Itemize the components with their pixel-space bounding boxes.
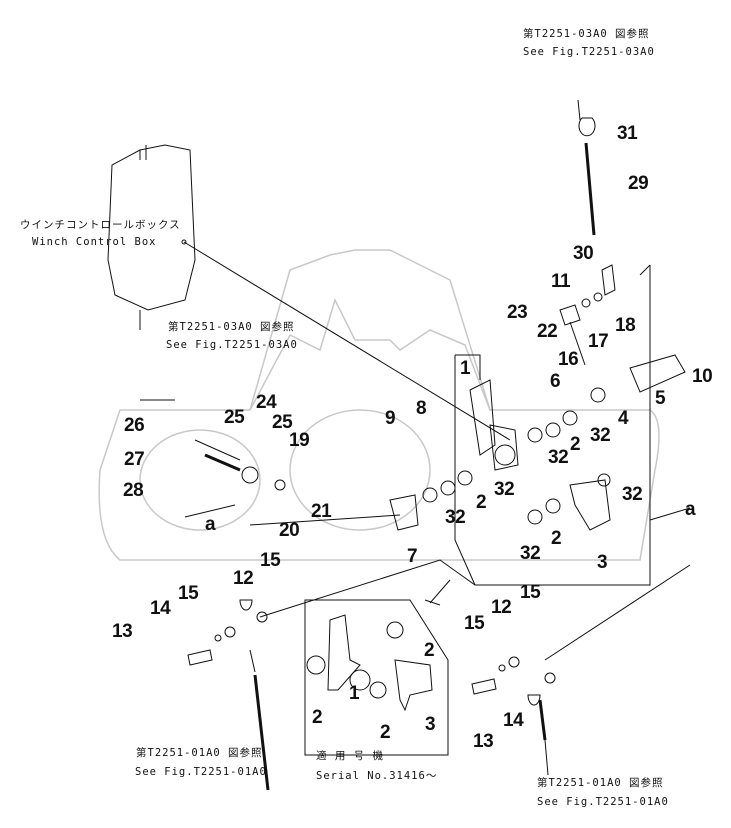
callout-number: 14 [503,710,524,731]
ref-bottom-left-en: See Fig.T2251-01A0 [135,766,267,778]
callout-number: 21 [311,501,332,522]
callout-number: 32 [590,425,611,446]
callout-number: 13 [112,621,133,642]
callout-number: 24 [256,392,277,413]
callout-number: 32 [622,484,643,505]
callout-number: 20 [279,520,300,541]
callout-number: 1 [349,683,360,704]
ref-top-en: See Fig.T2251-03A0 [523,46,655,58]
callout-number: 32 [494,479,515,500]
callout-number: 12 [491,597,512,618]
callout-number: 22 [537,321,558,342]
callout-number: 32 [445,507,466,528]
callout-number: 4 [618,408,629,429]
callout-number: a [205,514,216,535]
callout-number: 2 [551,528,562,549]
callout-number: 31 [617,123,638,144]
callout-number: 13 [473,731,494,752]
serial-en: Serial No.31416〜 [316,770,438,782]
callout-number: 1 [460,358,471,379]
callout-number: 3 [425,714,436,735]
callout-number: 19 [289,430,310,451]
callout-number: 3 [597,552,608,573]
callout-number: 12 [233,568,254,589]
callout-number: 32 [520,543,541,564]
ref-bottom-right-jp: 第T2251-01A0 図参照 [537,777,664,789]
rod-end-left [187,599,270,791]
callout-number: 15 [178,583,199,604]
callout-number: 30 [573,243,594,264]
callout-number: 2 [570,434,581,455]
callout-number: a [685,499,696,520]
callout-number: 27 [124,449,145,470]
callout-number: 9 [385,408,396,429]
callout-number: 5 [655,388,666,409]
callout-number: 15 [464,613,485,634]
callout-number: 11 [551,271,571,292]
winch-box-jp: ウインチコントロールボックス [20,219,181,231]
ref-bottom-right-en: See Fig.T2251-01A0 [537,796,669,808]
lever-assembly [389,264,686,531]
callout-number: 23 [507,302,528,323]
callout-number: 15 [520,582,541,603]
ref-left-en: See Fig.T2251-03A0 [166,339,298,351]
winch-box-en: Winch Control Box [32,236,157,248]
callout-number: 25 [224,407,245,428]
callout-number: 25 [272,412,293,433]
rod-end-right [471,656,556,776]
callout-number: 2 [424,640,435,661]
watermark-logo [98,249,660,561]
callout-number: 26 [124,415,145,436]
callout-number: 8 [416,398,427,419]
callout-number: 2 [380,722,391,743]
callout-number: 7 [407,546,418,567]
callout-number: 17 [588,331,609,352]
callout-number: 16 [558,349,579,370]
callout-number: 6 [550,371,561,392]
ref-bottom-left-jp: 第T2251-01A0 図参照 [136,747,263,759]
callout-number: 10 [692,366,713,387]
rod-left [140,399,286,491]
ref-top-jp: 第T2251-03A0 図参照 [523,28,650,40]
callout-number: 18 [615,315,636,336]
callout-number: 15 [260,550,281,571]
serial-jp: 適 用 号 機 [316,750,384,762]
callout-number: 2 [312,707,323,728]
callout-number: 32 [548,447,569,468]
callout-number: 28 [123,480,144,501]
callout-number: 14 [150,598,171,619]
callout-number: 29 [628,173,649,194]
callout-number: 2 [476,492,487,513]
winch-control-box [107,144,196,330]
ref-left-jp: 第T2251-03A0 図参照 [168,321,295,333]
serial-inset [304,579,451,756]
